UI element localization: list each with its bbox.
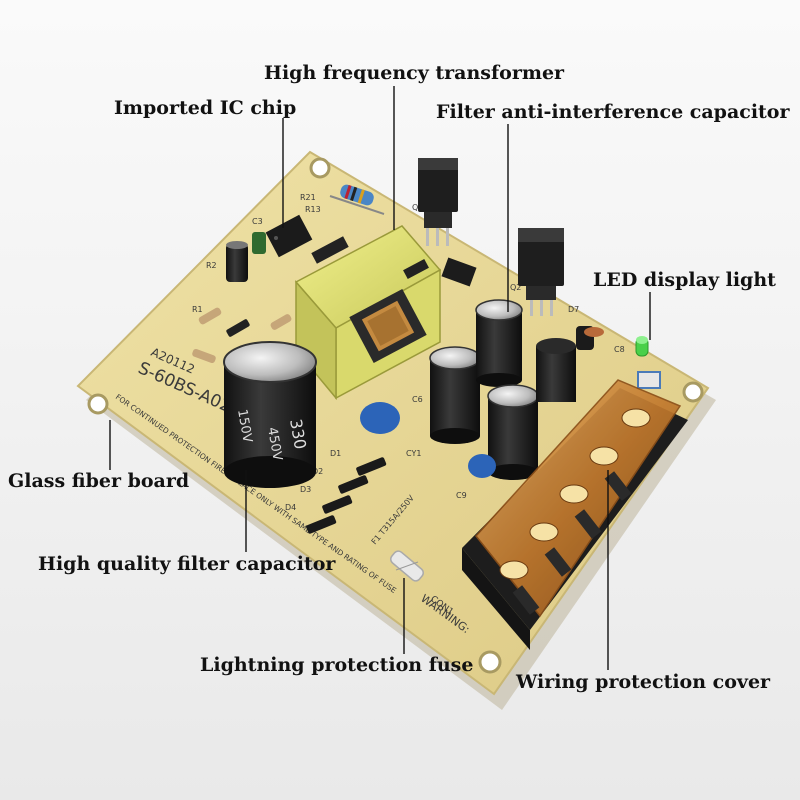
ref-d2: D2 [312, 467, 323, 476]
heatsink-q2 [518, 228, 564, 316]
y-capacitor-cy1 [360, 402, 400, 434]
ref-r2: R2 [206, 261, 217, 270]
mounting-holes [87, 157, 704, 674]
fuse [390, 550, 424, 582]
capacitor-black-right [536, 338, 576, 402]
ref-r21: R21 [300, 193, 316, 202]
resistors-left [192, 307, 292, 364]
resistor-top [329, 184, 385, 215]
optocoupler [441, 257, 477, 287]
callout-wiring-cover: Wiring protection cover [516, 671, 771, 693]
led-display-light [635, 336, 649, 357]
small-electrolytic-capacitor [226, 241, 248, 282]
rectifier-diodes [306, 457, 387, 534]
ref-d4: D4 [285, 503, 296, 512]
ref-c3: C3 [252, 217, 263, 226]
ref-r13: R13 [305, 205, 321, 214]
callout-filter-anti-interference: Filter anti-interference capacitor [436, 101, 790, 123]
large-filter-capacitor: 330 450V 150V [223, 341, 317, 488]
ref-c8: C8 [614, 345, 625, 354]
transformer [294, 225, 442, 401]
green-capacitor [252, 232, 266, 254]
small-ceramic-capacitor [584, 327, 604, 337]
heatsink-q1 [418, 158, 458, 246]
ref-c9: C9 [456, 491, 467, 500]
ref-r1: R1 [192, 305, 203, 314]
ref-q2: Q2 [510, 283, 521, 292]
callout-hq-filter-capacitor: High quality filter capacitor [38, 553, 336, 575]
leader-lines [109, 86, 651, 670]
cap-big-voltage: 450V [264, 426, 285, 462]
capacitor-c6 [429, 346, 481, 444]
callout-transformer: High frequency transformer [264, 62, 565, 84]
ref-d7: D7 [568, 305, 579, 314]
capacitor-mid [475, 299, 523, 387]
callout-ic-chip: Imported IC chip [114, 97, 297, 119]
callout-led: LED display light [593, 269, 776, 291]
ref-q1: Q1 [412, 203, 423, 212]
callout-glass-fiber: Glass fiber board [8, 470, 190, 492]
small-diode [226, 319, 250, 337]
callout-fuse: Lightning protection fuse [200, 654, 474, 676]
ref-c6: C6 [412, 395, 423, 404]
ref-d1: D1 [330, 449, 341, 458]
y-capacitor-c9 [468, 454, 496, 478]
ref-cy1: CY1 [406, 449, 421, 458]
cap-big-rating: 150V [234, 408, 255, 444]
ref-d3: D3 [300, 485, 311, 494]
trimmer-potentiometer [637, 371, 661, 389]
ic-chip [265, 214, 313, 258]
terminal-block [462, 379, 688, 650]
